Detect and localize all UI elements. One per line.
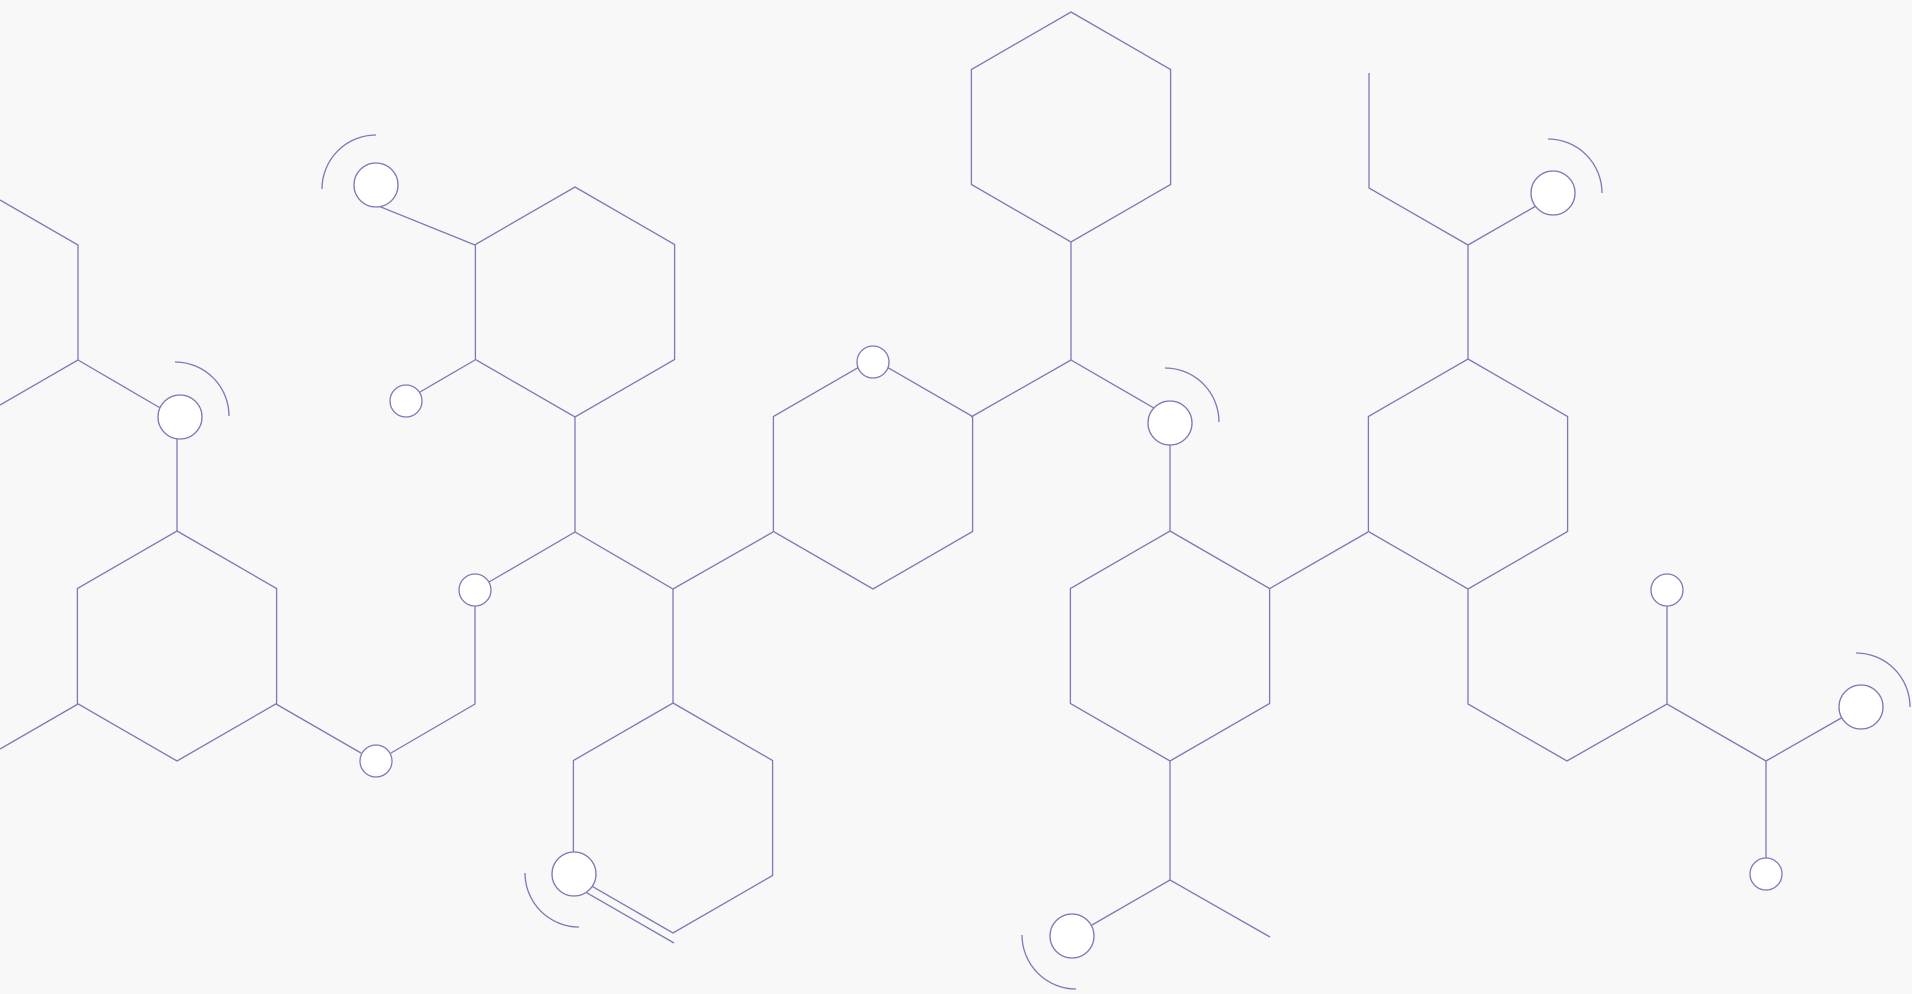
atom-node-3 <box>389 384 423 418</box>
orbital-arc-1 <box>321 134 377 190</box>
atom-node-7 <box>1147 400 1193 446</box>
bond-line-11 <box>419 359 476 393</box>
bond-line-5 <box>275 703 362 754</box>
hexagon-ring-6 <box>1367 358 1569 590</box>
atom-node-4 <box>458 573 492 607</box>
bond-line-6 <box>390 606 476 754</box>
hexagon-ring-4 <box>772 358 974 590</box>
atom-node-12 <box>1838 684 1884 730</box>
bond-line-18 <box>1091 879 1171 926</box>
bond-line-19 <box>1368 73 1469 246</box>
bond-line-16 <box>1268 531 1369 590</box>
hexagon-ring-7 <box>572 702 774 934</box>
bond-line-21 <box>1467 205 1537 246</box>
atom-node-1 <box>353 162 399 208</box>
bond-line-4 <box>0 703 79 750</box>
orbital-arcs <box>174 134 1911 990</box>
atom-nodes <box>157 162 1884 959</box>
hexagon-rings <box>76 11 1569 934</box>
orbital-arc-5 <box>1021 934 1077 990</box>
bond-lines <box>0 73 1844 944</box>
atom-node-8 <box>551 851 597 897</box>
bond-line-2 <box>77 359 163 410</box>
bond-line-12 <box>574 885 675 944</box>
hexagon-ring-1 <box>474 186 676 418</box>
atom-node-5 <box>359 744 393 778</box>
atom-node-11 <box>1650 573 1684 607</box>
orbital-arc-2 <box>174 361 230 417</box>
bond-line-7 <box>488 531 774 590</box>
hexagon-ring-3 <box>76 530 278 762</box>
atom-node-6 <box>856 345 890 379</box>
hexagon-ring-5 <box>1069 530 1271 762</box>
orbital-arc-4 <box>524 872 580 928</box>
hexagon-ring-2 <box>970 11 1172 243</box>
atom-node-9 <box>1049 913 1095 959</box>
orbital-arc-7 <box>1855 652 1911 708</box>
orbital-arc-3 <box>1164 367 1220 423</box>
atom-node-13 <box>1749 857 1783 891</box>
bond-line-22 <box>1467 589 1767 762</box>
atom-node-10 <box>1530 170 1576 216</box>
bond-line-1 <box>0 199 79 406</box>
bond-line-25 <box>1765 716 1844 762</box>
orbital-arc-6 <box>1547 138 1603 194</box>
atom-node-2 <box>157 394 203 440</box>
